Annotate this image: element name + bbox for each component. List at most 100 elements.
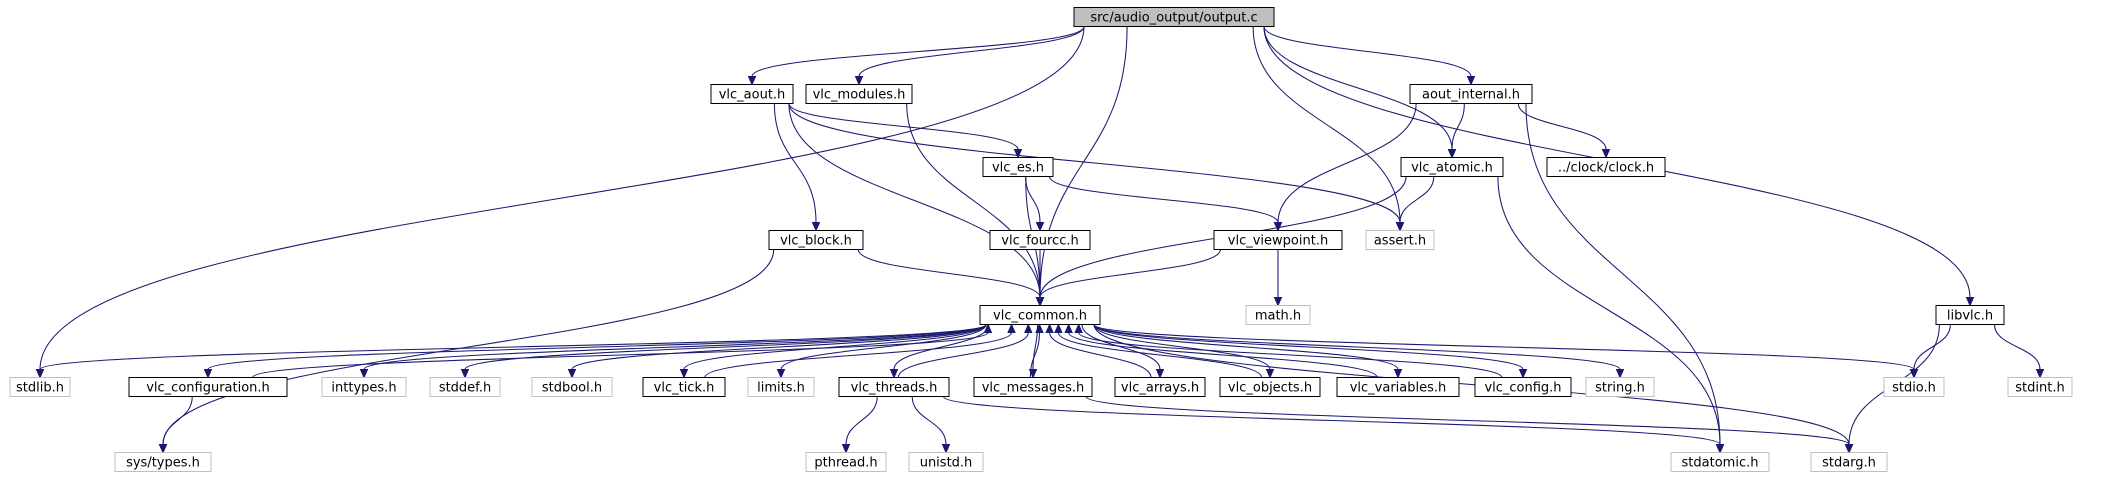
node-vlc-es-h[interactable]: vlc_es.h <box>982 157 1054 177</box>
node-aout-internal-h[interactable]: aout_internal.h <box>1409 84 1533 104</box>
edge-vlc-configuration-h-to-sys-types-h <box>158 396 193 454</box>
node-label: vlc_objects.h <box>1228 381 1312 396</box>
edge-vlc-objects-h-to-vlc-common-h <box>1054 323 1263 378</box>
node-label: vlc_arrays.h <box>1121 381 1199 396</box>
arrowhead <box>1909 369 1919 379</box>
node-stddef-h: stddef.h <box>429 377 501 397</box>
node-vlc-arrays-h[interactable]: vlc_arrays.h <box>1114 377 1206 397</box>
node-vlc-common-h[interactable]: vlc_common.h <box>979 305 1101 325</box>
edge-output-c-to-vlc-aout-h <box>747 26 1085 86</box>
edge-output-c-to-aout-internal-h <box>1263 26 1476 86</box>
node-box <box>1935 305 2005 325</box>
edge-vlc-common-h-to-stdlib-h <box>35 324 987 379</box>
node-box <box>838 377 950 397</box>
node-label: vlc_common.h <box>993 309 1087 324</box>
edge-line <box>942 396 1721 445</box>
arrowhead <box>1045 323 1054 333</box>
node-vlc-block-h[interactable]: vlc_block.h <box>768 230 864 250</box>
edge-line <box>788 103 1019 150</box>
node-vlc-threads-h[interactable]: vlc_threads.h <box>838 377 950 397</box>
edge-line <box>207 324 987 370</box>
node-assert-h: assert.h <box>1365 230 1435 250</box>
arrowhead <box>567 369 577 379</box>
edge-aout-internal-h-to-stdatomic-h <box>1525 103 1725 454</box>
arrowhead <box>747 76 757 86</box>
edge-vlc-configuration-h-to-vlc-common-h <box>252 323 993 378</box>
edge-vlc-messages-h-to-stdarg-h <box>1085 396 1854 454</box>
node-stdlib-h: stdlib.h <box>9 377 71 397</box>
node-box <box>1474 377 1572 397</box>
node-clock-h[interactable]: ../clock/clock.h <box>1546 157 1666 177</box>
node-limits-h: limits.h <box>747 377 815 397</box>
edge-line <box>780 324 987 370</box>
node-vlc-configuration-h[interactable]: vlc_configuration.h <box>128 377 288 397</box>
node-stdatomic-h: stdatomic.h <box>1670 452 1770 472</box>
edge-vlc-es-h-to-vlc-viewpoint-h <box>1048 176 1283 232</box>
node-vlc-modules-h[interactable]: vlc_modules.h <box>805 84 913 104</box>
edge-libvlc-h-to-stdint-h <box>1993 324 2045 379</box>
node-stdint-h: stdint.h <box>2007 377 2073 397</box>
edge-line <box>1057 332 1263 378</box>
edge-output-c-to-stdlib-h <box>35 26 1085 379</box>
edge-line <box>704 332 1013 378</box>
node-label: stdio.h <box>1892 381 1936 396</box>
edge-vlc-threads-h-to-unistd-h <box>911 396 951 454</box>
node-vlc-viewpoint-h[interactable]: vlc_viewpoint.h <box>1213 230 1343 250</box>
edge-line <box>1081 324 1161 370</box>
edge-line <box>906 103 1041 298</box>
node-label: vlc_es.h <box>992 161 1044 176</box>
node-vlc-objects-h[interactable]: vlc_objects.h <box>1219 377 1321 397</box>
node-box <box>973 377 1093 397</box>
arrowhead <box>1965 297 1975 307</box>
arrowhead <box>1035 297 1045 307</box>
node-sys-types-h: sys/types.h <box>114 452 212 472</box>
arrowhead <box>35 369 45 379</box>
node-box <box>321 377 407 397</box>
edge-line <box>162 249 775 445</box>
node-label: stdarg.h <box>1822 456 1876 471</box>
edge-vlc-block-h-to-vlc-common-h <box>857 249 1045 307</box>
arrowhead <box>1393 369 1403 379</box>
node-label: limits.h <box>757 381 805 396</box>
node-vlc-variables-h[interactable]: vlc_variables.h <box>1336 377 1460 397</box>
arrowhead <box>1054 323 1063 333</box>
node-box <box>1400 157 1504 177</box>
node-stdio-h: stdio.h <box>1883 377 1945 397</box>
node-label: stdlib.h <box>16 381 64 396</box>
edge-line <box>1025 176 1041 223</box>
node-label: assert.h <box>1374 234 1426 249</box>
edge-line <box>571 324 987 370</box>
edge-line <box>1093 324 1621 370</box>
node-libvlc-h[interactable]: libvlc.h <box>1935 305 2005 325</box>
node-label: sys/types.h <box>126 456 200 471</box>
node-box <box>9 377 71 397</box>
arrowhead <box>1035 222 1045 232</box>
node-vlc-aout-h[interactable]: vlc_aout.h <box>710 84 794 104</box>
node-box <box>1670 452 1770 472</box>
arrowhead <box>1273 297 1283 307</box>
node-vlc-messages-h[interactable]: vlc_messages.h <box>973 377 1093 397</box>
node-unistd-h: unistd.h <box>908 452 984 472</box>
node-output-c[interactable]: src/audio_output/output.c <box>1073 7 1275 27</box>
node-label: vlc_variables.h <box>1350 381 1447 396</box>
edge-line <box>1093 324 1271 370</box>
node-box <box>908 452 984 472</box>
edge-vlc-es-h-to-vlc-fourcc-h <box>1025 176 1045 232</box>
edge-line <box>1277 103 1417 223</box>
edge-line <box>845 396 878 445</box>
edge-vlc-threads-h-to-stdatomic-h <box>942 396 1725 454</box>
node-vlc-tick-h[interactable]: vlc_tick.h <box>642 377 726 397</box>
edge-line <box>911 396 947 445</box>
node-vlc-atomic-h[interactable]: vlc_atomic.h <box>1400 157 1504 177</box>
edge-vlc-common-h-to-vlc-configuration-h <box>203 324 987 379</box>
edge-line <box>39 26 1085 370</box>
node-box <box>1546 157 1666 177</box>
arrowhead <box>983 323 993 333</box>
node-vlc-fourcc-h[interactable]: vlc_fourcc.h <box>989 230 1091 250</box>
edge-vlc-aout-h-to-assert-h <box>788 103 1405 232</box>
node-vlc-config-h[interactable]: vlc_config.h <box>1474 377 1572 397</box>
edge-vlc-common-h-to-vlc-objects-h <box>1093 324 1275 379</box>
node-label: unistd.h <box>920 456 973 471</box>
edge-vlc-aout-h-to-vlc-block-h <box>773 103 821 232</box>
